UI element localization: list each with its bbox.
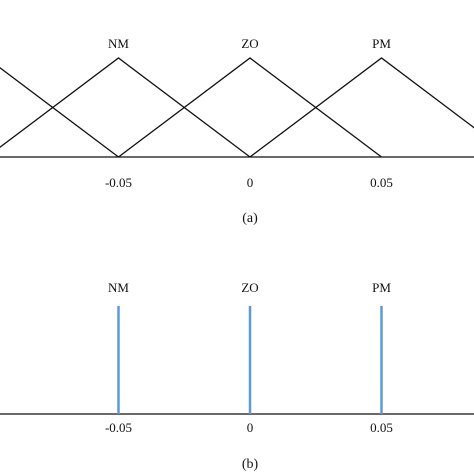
series-label-nm: NM (108, 36, 129, 51)
caption-b: (b) (242, 457, 259, 472)
series-label-zo: ZO (241, 36, 258, 51)
series-label-zo: ZO (241, 280, 258, 295)
series-label-pm: PM (372, 36, 391, 51)
x-tick-label-b: 0 (247, 420, 254, 435)
series-label-pm: PM (372, 280, 391, 295)
x-tick-label-b: -0.05 (105, 420, 132, 435)
caption-a: (a) (242, 211, 258, 226)
x-tick-label-a: 0 (247, 175, 254, 190)
series-label-nm: NM (108, 280, 129, 295)
membership-line-zo (118, 57, 382, 158)
x-tick-label-a: -0.05 (105, 175, 132, 190)
membership-line-pm (249, 57, 474, 158)
x-tick-label-a: 0.05 (370, 175, 393, 190)
x-tick-label-b: 0.05 (370, 420, 393, 435)
membership-line-nb (0, 66, 119, 158)
membership-line-nm (0, 57, 251, 158)
